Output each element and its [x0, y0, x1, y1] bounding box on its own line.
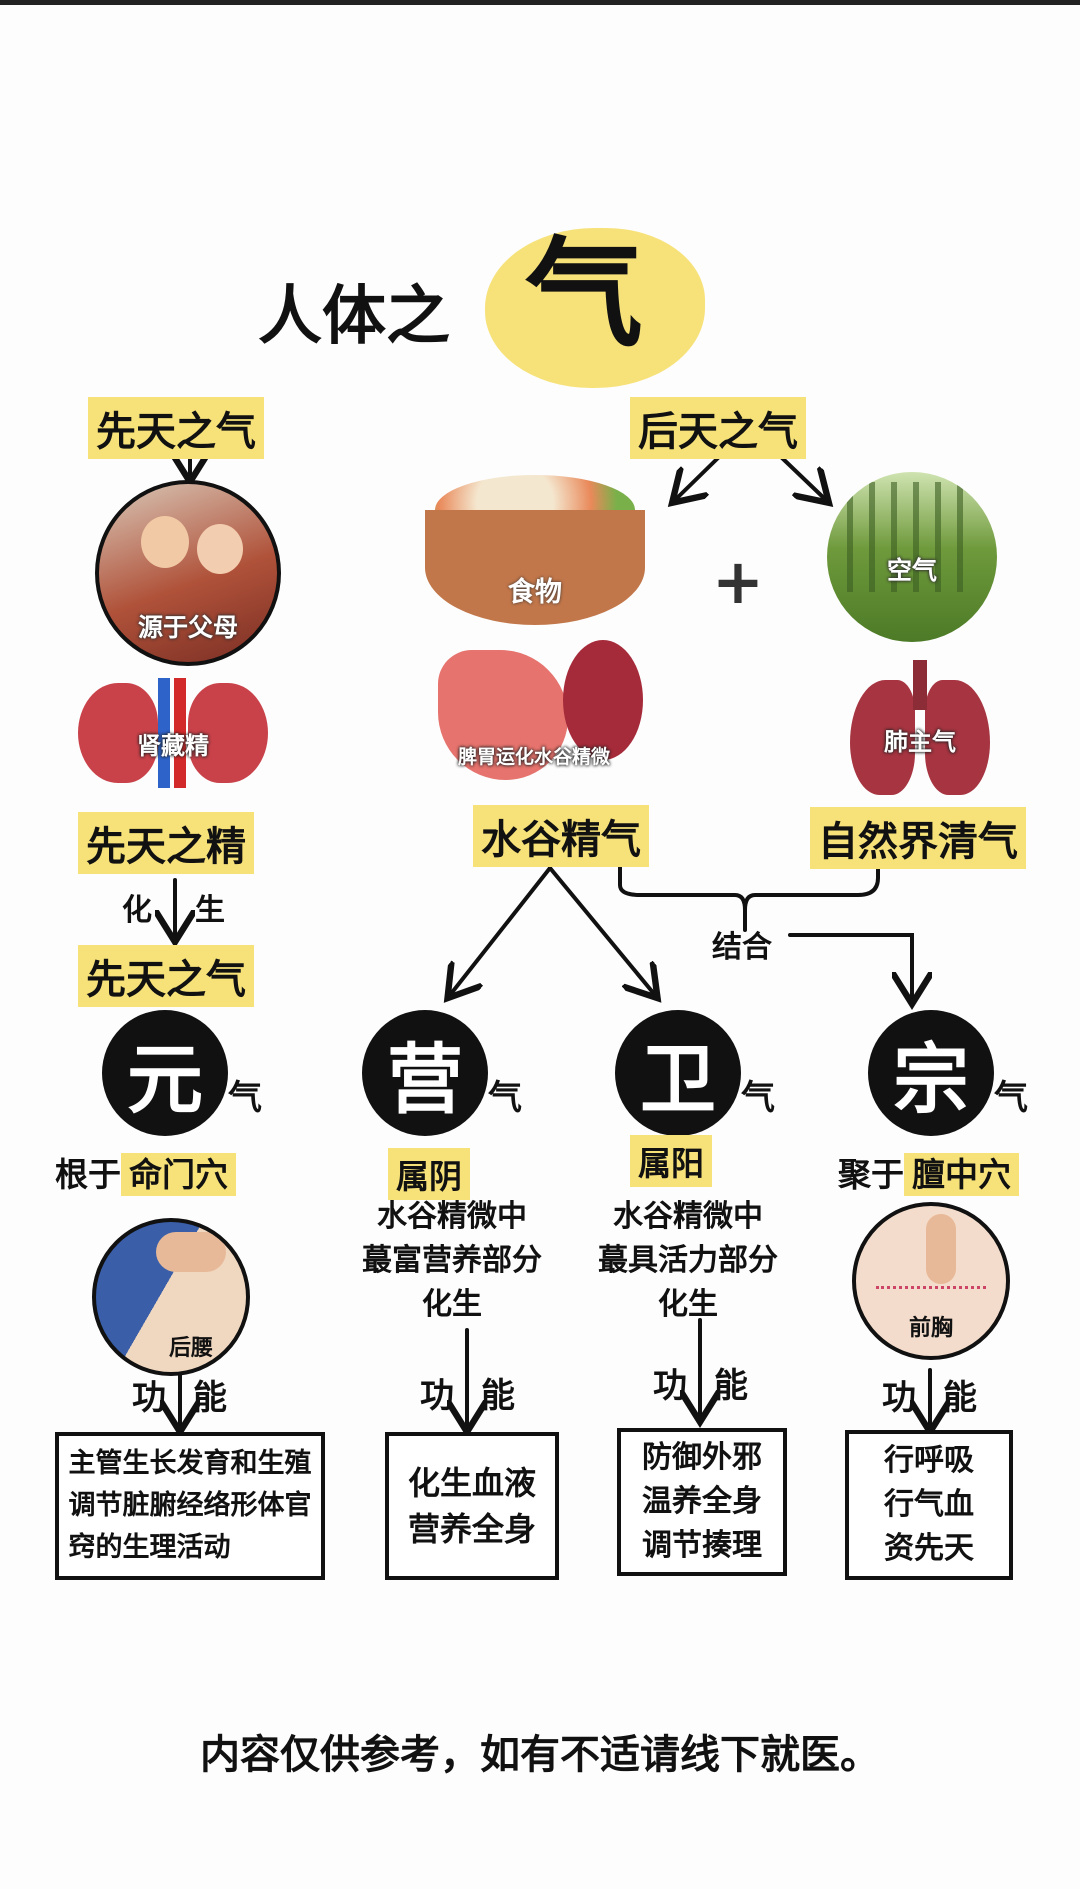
stomach-spleen-image: 脾胃运化水谷精微	[418, 640, 650, 790]
wei-desc-line-2: 蕞具活力部分	[598, 1243, 778, 1278]
wei-function-box: 防御外邪 温养全身 调节揍理	[617, 1428, 787, 1576]
yuan-origin-highlight: 命门穴	[121, 1153, 236, 1196]
yuan-qi-suffix: 气	[228, 1078, 262, 1118]
wei-function-b: 能	[714, 1366, 748, 1406]
ying-qi-circle: 营	[362, 1010, 488, 1136]
ying-function-b: 能	[481, 1376, 515, 1416]
trachea	[913, 660, 927, 710]
air-caption: 空气	[886, 556, 937, 585]
yuan-function-line-1: 主管生长发育和生殖	[68, 1448, 312, 1479]
wei-function-a: 功	[653, 1366, 687, 1406]
lower-back-image: 后腰	[92, 1218, 250, 1376]
top-border	[0, 0, 1080, 5]
ying-desc-line-2: 蕞富营养部分	[362, 1243, 542, 1278]
zong-origin-pre: 聚于	[838, 1155, 904, 1194]
chest-hand	[926, 1214, 956, 1284]
kidney-vessel-blue	[158, 678, 170, 788]
kidney-right	[188, 683, 268, 783]
food-caption: 食物	[508, 577, 562, 608]
wei-desc-line-3: 化生	[658, 1287, 718, 1322]
food-bowl-image: 食物	[420, 470, 650, 630]
lung-image: 肺主气	[845, 660, 995, 800]
wei-desc: 水谷精微中 蕞具活力部分 化生	[598, 1195, 778, 1327]
front-chest-image: 前胸	[852, 1202, 1010, 1360]
yuan-function-a: 功	[132, 1378, 166, 1418]
zong-function-line-1: 行呼吸	[884, 1443, 974, 1478]
yuan-function-box: 主管生长发育和生殖 调节脏腑经络形体官 窍的生理活动	[55, 1432, 325, 1580]
zong-origin-highlight: 膻中穴	[904, 1153, 1019, 1196]
front-chest-caption: 前胸	[908, 1316, 953, 1341]
tree-trunks	[847, 482, 977, 592]
ying-function-line-1: 化生血液	[407, 1464, 536, 1502]
transform-char-a: 化	[122, 893, 152, 928]
zong-function-b: 能	[943, 1378, 977, 1418]
zong-function-box: 行呼吸 行气血 资先天	[845, 1430, 1013, 1580]
xiantian-qi-label: 先天之气	[88, 397, 264, 459]
yuan-origin: 根于命门穴	[55, 1148, 236, 1196]
nature-qi-label: 自然界清气	[810, 807, 1026, 869]
wei-function-line-1: 防御外邪	[642, 1440, 762, 1475]
zong-function-line-2: 行气血	[884, 1487, 974, 1522]
disclaimer: 内容仅供参考，如有不适请线下就医。	[200, 1731, 880, 1778]
pointing-hand	[156, 1232, 226, 1272]
yuan-function-b: 能	[193, 1378, 227, 1418]
spleen-shape	[563, 640, 643, 760]
plus-sign: +	[712, 545, 764, 618]
lung-left	[850, 680, 915, 795]
wei-desc-line-1: 水谷精微中	[613, 1199, 763, 1234]
title-prefix: 人体之	[258, 280, 450, 354]
ying-desc-line-3: 化生	[422, 1287, 482, 1322]
wei-qi-suffix: 气	[741, 1078, 775, 1118]
yuan-qi-circle: 元	[102, 1010, 228, 1136]
parents-caption: 源于父母	[137, 613, 238, 642]
transform-char-b: 生	[195, 893, 225, 928]
ying-qi-suffix: 气	[488, 1078, 522, 1118]
wei-function-line-3: 调节揍理	[642, 1528, 762, 1563]
xiantian-jing-label: 先天之精	[78, 812, 254, 874]
ying-origin-highlight: 属阴	[388, 1148, 470, 1200]
stomach-shape	[438, 650, 568, 780]
zong-qi-circle: 宗	[868, 1010, 994, 1136]
grain-qi-label: 水谷精气	[473, 805, 649, 867]
chest-dotted-line	[876, 1286, 986, 1289]
lower-back-caption: 后腰	[168, 1336, 213, 1361]
kidney-vessel-red	[174, 678, 186, 788]
stomach-caption: 脾胃运化水谷精微	[457, 746, 610, 768]
ying-desc-line-1: 水谷精微中	[377, 1199, 527, 1234]
yuan-function-line-2: 调节脏腑经络形体官	[68, 1490, 312, 1521]
wei-origin-highlight: 属阳	[630, 1135, 712, 1187]
parents-image: 源于父母	[95, 480, 281, 666]
kidney-left	[78, 683, 158, 783]
wei-function-line-2: 温养全身	[642, 1484, 762, 1519]
title-cloud	[485, 228, 705, 388]
ying-function-line-2: 营养全身	[407, 1510, 536, 1548]
yuan-origin-pre: 根于	[55, 1155, 121, 1194]
combine-label: 结合	[712, 930, 772, 965]
lung-right	[925, 680, 990, 795]
zong-function-a: 功	[882, 1378, 916, 1418]
title-big-char: 气	[525, 225, 644, 363]
air-forest-image: 空气	[827, 472, 997, 642]
ying-function-box: 化生血液 营养全身	[385, 1432, 559, 1580]
zong-origin: 聚于膻中穴	[838, 1148, 1019, 1196]
zong-function-line-3: 资先天	[884, 1531, 974, 1566]
zong-qi-suffix: 气	[994, 1078, 1028, 1118]
lung-caption: 肺主气	[884, 728, 956, 756]
kidney-caption: 肾藏精	[137, 732, 209, 761]
xiantian-qi-label-2: 先天之气	[78, 945, 254, 1007]
elder-face-right	[197, 524, 243, 574]
ying-desc: 水谷精微中 蕞富营养部分 化生	[362, 1195, 542, 1327]
ying-function-a: 功	[420, 1376, 454, 1416]
elder-face-left	[141, 516, 189, 568]
houtian-qi-label: 后天之气	[630, 397, 806, 459]
kidney-image: 肾藏精	[78, 678, 268, 788]
wei-qi-circle: 卫	[615, 1010, 741, 1136]
yuan-function-line-3: 窍的生理活动	[68, 1532, 231, 1563]
bowl-body	[425, 510, 645, 625]
